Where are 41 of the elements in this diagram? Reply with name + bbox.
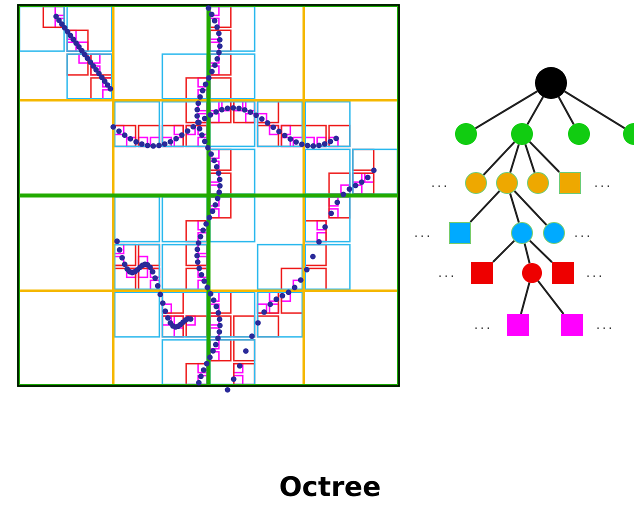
tree-edge: [470, 190, 500, 223]
ellipsis: ...: [438, 267, 456, 281]
tree-edge: [537, 280, 564, 315]
ellipsis: ...: [594, 177, 612, 191]
leaf-node: [449, 222, 471, 244]
tree-node: [511, 123, 533, 145]
leaf-node: [552, 262, 574, 284]
ellipsis: ...: [596, 319, 614, 333]
tree-edge: [524, 243, 531, 264]
tree-node: [496, 172, 518, 194]
tree-edge: [526, 96, 544, 125]
tree-edge: [509, 144, 520, 173]
title: Octree: [278, 472, 382, 503]
ellipsis: ...: [474, 319, 492, 333]
tree-edge: [509, 193, 520, 223]
tree-node: [568, 123, 590, 145]
tree-node: [527, 172, 549, 194]
tree-edge: [514, 190, 548, 226]
tree-edge: [492, 240, 515, 263]
tree-node: [511, 222, 533, 244]
tree-edge: [529, 240, 553, 263]
leaf-node: [507, 314, 529, 336]
ellipsis: ...: [431, 177, 450, 191]
tree-edge: [474, 90, 538, 130]
leaf-node: [559, 172, 581, 194]
tree-node: [465, 172, 487, 194]
ellipsis: ...: [586, 267, 604, 281]
tree-edge: [524, 144, 536, 173]
leaf-node: [471, 262, 493, 284]
tree-edge: [564, 90, 626, 130]
tree-edge: [520, 282, 530, 314]
leaf-node: [561, 314, 583, 336]
tree-node: [455, 123, 477, 145]
tree-node: [522, 263, 542, 283]
tree-node: [535, 67, 567, 99]
ellipsis: ...: [414, 227, 432, 241]
tree-edge: [482, 141, 516, 176]
ellipsis: ...: [574, 227, 592, 241]
tree-node: [543, 222, 565, 244]
tree-edge: [558, 96, 575, 125]
tree-edge: [528, 141, 560, 173]
